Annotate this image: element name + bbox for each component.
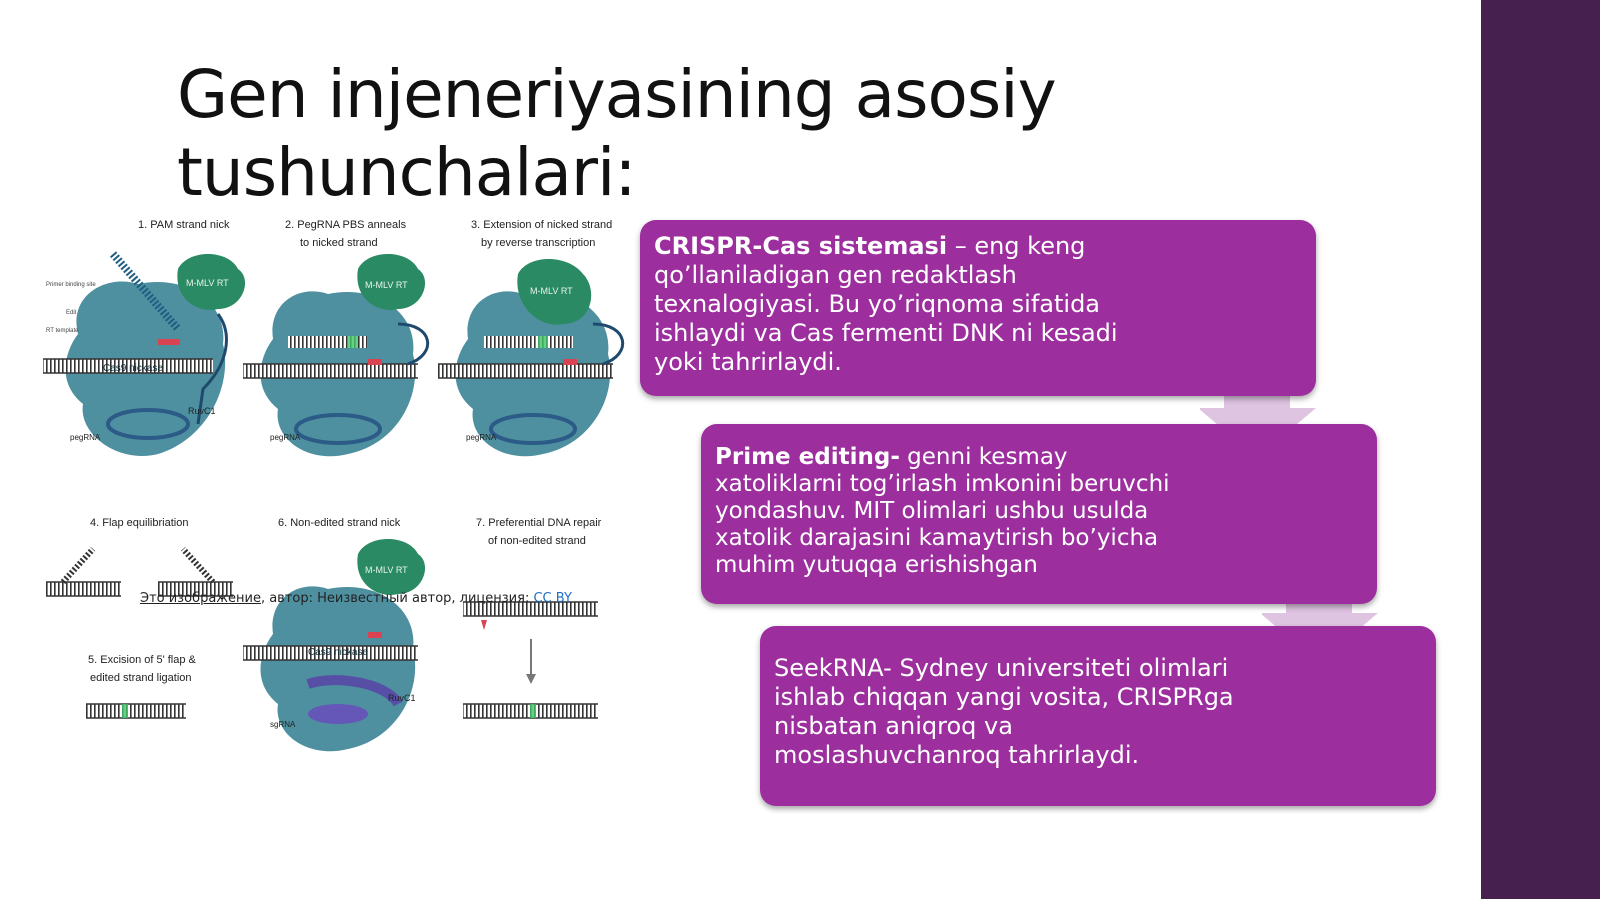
prime-editing-box: Prime editing- genni kesmay xatoliklarni… [701, 424, 1377, 604]
step-3-label-b: by reverse transcription [481, 237, 595, 249]
edit-label: Edit [66, 310, 77, 316]
panel-4: 4. Flap equilibriation [46, 517, 233, 597]
step-1-label: 1. PAM strand nick [138, 219, 230, 231]
rt-label: M-MLV RT [365, 565, 408, 575]
panel-7: 7. Preferential DNA repair of non-edited… [463, 517, 602, 719]
credit-author-text: , автор: Неизвестный автор, лицензия: [260, 591, 534, 606]
rt-enzyme-shape [177, 254, 246, 310]
crispr-title: CRISPR-Cas sistemasi [654, 232, 948, 260]
panel-5: 5. Excision of 5' flap & edited strand l… [86, 654, 197, 719]
prime-editing-desc: genni kesmay xatoliklarni tog’irlash imk… [715, 444, 1170, 578]
panel-1: 1. PAM strand nick M-MLV RT Cas9 nickase… [43, 219, 246, 456]
step-6-label: 6. Non-edited strand nick [278, 517, 401, 529]
seekrna-box: SeekRNA- Sydney universiteti olimlari is… [760, 626, 1436, 806]
seekrna-text: SeekRNA- Sydney universiteti olimlari is… [774, 654, 1234, 769]
step-5-label-a: 5. Excision of 5' flap & [88, 654, 197, 666]
rt-label: M-MLV RT [365, 280, 408, 290]
image-credit: Это изображение, автор: Неизвестный авто… [140, 591, 572, 606]
step-3-label-a: 3. Extension of nicked strand [471, 219, 612, 231]
prime-editing-title: Prime editing- [715, 444, 900, 470]
ruvc-label: RuvC1 [188, 406, 216, 416]
prime-editing-diagram: 1. PAM strand nick M-MLV RT Cas9 nickase… [38, 214, 644, 774]
title-line-1: Gen injeneriyasining asosiy [177, 56, 1057, 133]
slide-title: Gen injeneriyasining asosiy tushunchalar… [177, 56, 1327, 212]
pegrna-label: pegRNA [70, 433, 101, 442]
pegrna-label: pegRNA [270, 433, 301, 442]
rt-label: M-MLV RT [186, 278, 229, 288]
credit-image-link[interactable]: Это изображение [140, 591, 261, 606]
cas9-label: Cas9 nickase [308, 647, 368, 658]
sgrna-label: sgRNA [270, 720, 296, 729]
crispr-box: CRISPR-Cas sistemasi – eng keng qo’llani… [640, 220, 1316, 396]
panel-2: 2. PegRNA PBS anneals to nicked strand M… [243, 219, 430, 457]
cas9-label: Cas9 nickase [103, 363, 163, 374]
step-4-label: 4. Flap equilibriation [90, 517, 188, 529]
rt-label: M-MLV RT [530, 286, 573, 296]
step-7-label-a: 7. Preferential DNA repair [476, 517, 602, 529]
crispr-text: CRISPR-Cas sistemasi – eng keng qo’llani… [654, 232, 1134, 377]
crispr-desc: – eng keng qo’llaniladigan gen redaktlas… [654, 232, 1118, 376]
panel-3: 3. Extension of nicked strand by reverse… [438, 219, 625, 457]
title-line-2: tushunchalari: [177, 134, 637, 211]
nicked-strand [109, 251, 182, 332]
primer-label: Primer binding site [46, 282, 96, 288]
panel-6: 6. Non-edited strand nick M-MLV RT Cas9 … [243, 517, 426, 752]
step-2-label-b: to nicked strand [300, 237, 378, 249]
step-5-label-b: edited strand ligation [90, 672, 192, 684]
prime-editing-text: Prime editing- genni kesmay xatoliklarni… [715, 444, 1185, 579]
rt-template-label: RT template [46, 328, 79, 334]
accent-sidebar [1481, 0, 1600, 899]
step-2-label-a: 2. PegRNA PBS anneals [285, 219, 407, 231]
credit-license-link[interactable]: CC BY [533, 591, 572, 606]
step-7-label-b: of non-edited strand [488, 535, 586, 547]
pegrna-label: pegRNA [466, 433, 497, 442]
dna-duplex [43, 359, 213, 373]
ruvc-label: RuvC1 [388, 693, 416, 703]
